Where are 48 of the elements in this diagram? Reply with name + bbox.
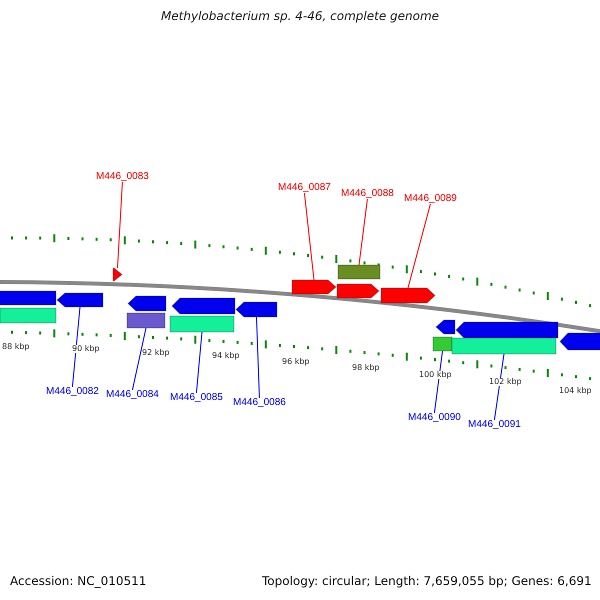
gene-feature [56,292,104,308]
leader-line [117,182,123,268]
leader-line [72,306,80,388]
leader-line [358,198,368,266]
accession-text: Accession: NC_010511 [10,575,146,587]
scale-label: 104 kbp [559,387,592,395]
gene-feature [435,320,456,334]
gene-label: M446_0087 [278,183,331,193]
domain-bar [126,312,166,328]
genome-summary-text: Topology: circular; Length: 7,659,055 bp; Genes: 6,691 [262,575,592,587]
scale-label: 94 kbp [212,352,240,360]
scale-label: 102 kbp [489,378,522,386]
gene-label: M446_0084 [106,390,159,400]
leader-line [196,332,202,394]
gene-label: M446_0089 [404,194,457,204]
gene-feature [127,296,166,312]
gene-feature [336,284,380,298]
domain-bar [432,336,452,352]
domain-bar [452,338,556,354]
gene-feature [380,288,436,304]
gene-label: M446_0090 [408,413,461,423]
gene-label: M446_0082 [46,387,99,397]
domain-bar [338,264,380,280]
scale-label: 88 kbp [2,343,30,351]
gene-feature [292,280,337,294]
leader-line [256,316,260,398]
gene-label: M446_0091 [468,420,521,430]
leader-line [434,350,443,414]
gene-feature [0,290,56,306]
gene-feature [235,302,278,318]
gene-label: M446_0088 [341,189,394,199]
title: Methylobacterium sp. 4-46, complete genome [160,10,440,22]
scale-label: 100 kbp [419,371,452,379]
domain-bar [0,308,56,324]
scale-label: 90 kbp [72,345,100,353]
scale-label: 98 kbp [352,364,380,372]
gene-feature [559,332,600,350]
domain-bar [170,316,234,332]
gene-feature [171,298,236,314]
gene-feature [112,268,123,282]
scale-label: 96 kbp [282,358,310,366]
gene-label: M446_0083 [96,172,149,182]
scale-label: 92 kbp [142,349,170,357]
leader-line [132,328,146,390]
leader-line [408,204,431,288]
gene-label: M446_0086 [233,398,286,408]
gene-label: M446_0085 [170,393,223,403]
leader-line [304,192,314,280]
